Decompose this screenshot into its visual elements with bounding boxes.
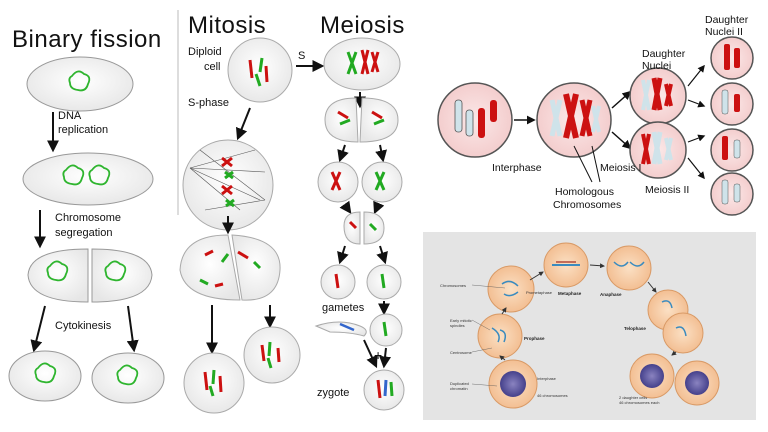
mc-label-prophase: Prophase bbox=[524, 336, 545, 341]
bf-cell-2 bbox=[22, 152, 154, 206]
mc-label-anaphase: Anaphase bbox=[600, 292, 622, 297]
meiosis-arrow-4b bbox=[376, 245, 388, 265]
mp-label-homologous: Homologous bbox=[555, 186, 614, 198]
mc-cells bbox=[477, 242, 720, 409]
mp-arrow-2b bbox=[611, 131, 632, 150]
mitosis-label-s-phase: S-phase bbox=[188, 97, 229, 109]
meiosis-arrow-4a bbox=[337, 245, 349, 265]
fertilization-plus: + bbox=[374, 347, 382, 363]
meiosis-arrow-6a bbox=[363, 339, 378, 369]
mitosis-arrow-1 bbox=[235, 107, 251, 141]
mp-meiosis-i-cell bbox=[536, 82, 612, 158]
mitosis-daughter-cell-2 bbox=[243, 326, 301, 384]
meiosis-arrow-6b bbox=[379, 347, 392, 369]
mitosis-title: Mitosis bbox=[188, 12, 267, 39]
mc-label-prometaphase: Prometaphase bbox=[526, 290, 553, 295]
meiosis-cell-3 bbox=[317, 161, 403, 203]
meiosis-gamete-cells bbox=[320, 264, 402, 300]
mitosis-diploid-cell bbox=[227, 37, 293, 103]
mc-label-chromosomes: Chromosomes bbox=[440, 283, 467, 288]
mc-cycle-arrows bbox=[499, 263, 677, 361]
mitosis-label-cell: cell bbox=[204, 61, 221, 73]
bf-cell-3 bbox=[27, 248, 153, 303]
mc-label-metaphase: Metaphase bbox=[558, 291, 582, 296]
mp-label-chromosomes: Chromosomes bbox=[553, 199, 622, 211]
bf-label-cytokinesis: Cytokinesis bbox=[55, 320, 112, 332]
meiosis-cell-4 bbox=[343, 211, 385, 245]
bf-label-replication: replication bbox=[58, 124, 109, 136]
mp-arrow-3b bbox=[687, 99, 706, 108]
meiosis-arrow-3a bbox=[339, 200, 352, 214]
meiosis-cell-2 bbox=[324, 97, 399, 143]
meiosis-s-label: S bbox=[298, 50, 306, 62]
mp-label-nuclei: Nuclei bbox=[642, 60, 672, 72]
mp-arrow-3d bbox=[687, 157, 705, 180]
mp-label-interphase: Interphase bbox=[492, 162, 542, 174]
meiosis-arrow-2b bbox=[375, 144, 388, 163]
mp-arrow-2a bbox=[611, 90, 632, 109]
meiosis-title: Meiosis bbox=[320, 12, 405, 39]
mitosis-anaphase-cell bbox=[179, 234, 281, 301]
meiosis-arrow-2a bbox=[337, 144, 349, 163]
meiosis-sperm-egg bbox=[314, 313, 403, 347]
mp-daughter-nuclei-ii-cells bbox=[710, 36, 754, 216]
bf-label-chromosome: Chromosome bbox=[55, 212, 122, 224]
mc-label-46-chromosomes-each: 46 chromosomes each bbox=[619, 400, 660, 405]
mitosis-daughter-cell-1 bbox=[183, 352, 245, 414]
mp-label-meiosis-ii: Meiosis II bbox=[645, 184, 690, 196]
mp-interphase-cell bbox=[437, 82, 513, 158]
mc-label-duplicated: Duplicated bbox=[450, 381, 469, 386]
mitosis-label-diploid: Diploid bbox=[188, 46, 222, 58]
meiosis-arrow-3b bbox=[373, 200, 385, 215]
mc-label-centrosome: Centrosome bbox=[450, 350, 472, 355]
mitosis-spindle-cell bbox=[182, 139, 274, 231]
meiosis-label-zygote: zygote bbox=[317, 387, 350, 399]
bf-arrow-3a bbox=[30, 305, 46, 353]
mp-label-nuclei-ii: Nuclei II bbox=[705, 26, 743, 38]
bf-daughter-cell-2 bbox=[91, 352, 165, 404]
mc-label-early-mitotic: Early mitotic bbox=[450, 318, 472, 323]
homologous-pointer-2 bbox=[591, 145, 601, 183]
bf-cell-1 bbox=[26, 56, 134, 112]
mc-label-spindles: spindles bbox=[450, 323, 465, 328]
homologous-pointer-1 bbox=[573, 145, 593, 183]
mc-leader-lines bbox=[471, 284, 506, 387]
mp-label-daughter-ii: Daughter bbox=[705, 14, 749, 26]
mp-daughter-nuclei-1 bbox=[629, 67, 687, 125]
meiosis-zygote-cell bbox=[363, 369, 405, 411]
bf-label-segregation: segregation bbox=[55, 227, 113, 239]
mc-label-46-chromosomes: 46 chromosomes bbox=[537, 393, 568, 398]
mp-arrow-3a bbox=[687, 64, 705, 87]
meiosis-cell-1 bbox=[323, 37, 401, 91]
mc-label-chromatin: chromatin bbox=[450, 386, 468, 391]
bf-daughter-cell-1 bbox=[8, 350, 82, 402]
binary-fission-title: Binary fission bbox=[12, 26, 162, 53]
mp-label-daughter: Daughter bbox=[642, 48, 686, 60]
bf-label-dna: DNA bbox=[58, 110, 82, 122]
bf-arrow-3b bbox=[126, 305, 139, 353]
mp-daughter-nuclei-2 bbox=[629, 121, 687, 179]
mc-label-telophase: Telophase bbox=[624, 326, 646, 331]
mc-label-2-daughter-cells: 2 daughter cells bbox=[619, 395, 648, 400]
mp-label-meiosis-i: Meiosis I bbox=[600, 162, 642, 174]
meiosis-label-gametes: gametes bbox=[322, 302, 365, 314]
mc-label-interphase: Interphase bbox=[537, 376, 556, 381]
mp-arrow-3c bbox=[687, 134, 706, 143]
